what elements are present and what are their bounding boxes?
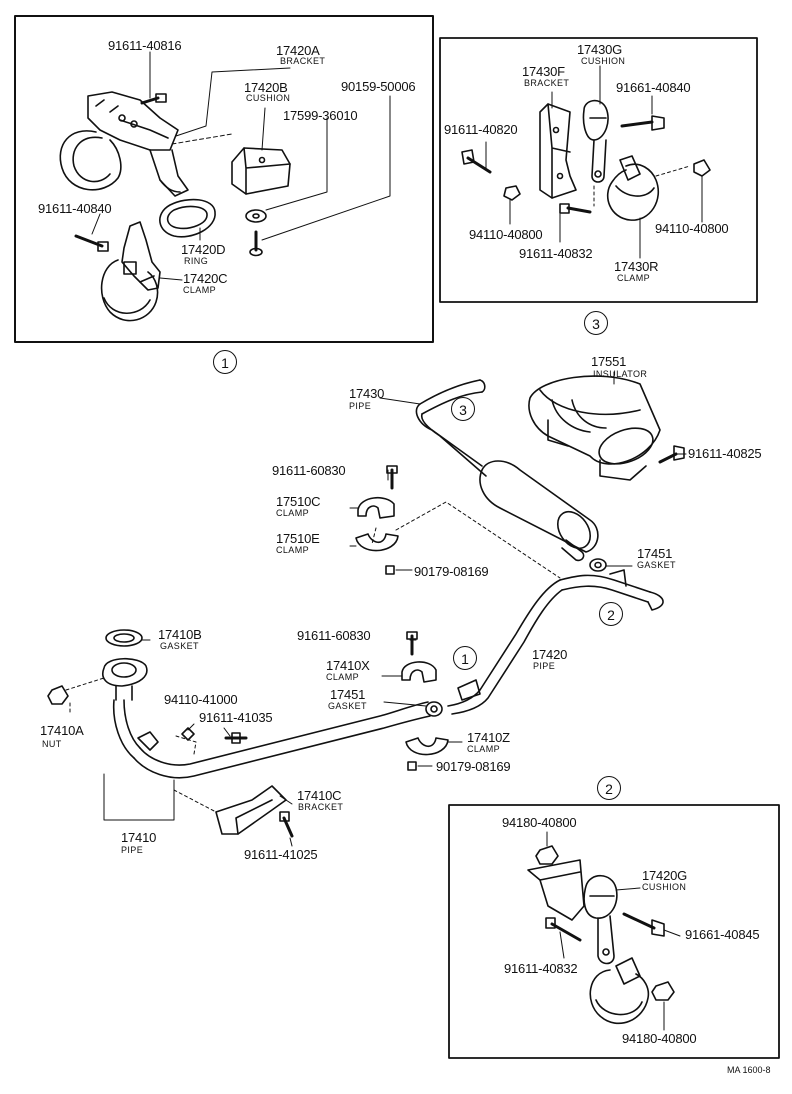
- panel-2-frame: [448, 804, 780, 1059]
- panel-1-frame: [14, 15, 434, 343]
- part-number-17420g: 17420G: [642, 868, 688, 883]
- part-name-cushion: CUSHION: [642, 882, 687, 892]
- part-name-nut: NUT: [42, 739, 62, 749]
- part-name-clamp: CLAMP: [617, 273, 651, 283]
- part-number-91611-40820: 91611-40820: [444, 122, 518, 137]
- part-number-17430g: 17430G: [577, 42, 623, 57]
- part-name-bracket: BRACKET: [280, 56, 326, 66]
- part-number-91611-40832: 91611-40832: [519, 246, 593, 261]
- part-number-17420b: 17420B: [244, 80, 288, 95]
- panel-1-bracket-assembly: [59, 91, 291, 322]
- part-number-90179-08169: 90179-08169: [436, 759, 511, 774]
- part-number-17510c: 17510C: [276, 494, 321, 509]
- part-name-clamp: CLAMP: [326, 672, 360, 682]
- part-name-pipe: PIPE: [533, 661, 556, 671]
- part-number-94110-41000: 94110-41000: [164, 692, 238, 707]
- part-name-clamp: CLAMP: [276, 545, 310, 555]
- part-number-94180-40800: 94180-40800: [502, 815, 577, 830]
- part-name-gasket: GASKET: [328, 701, 367, 711]
- part-number-91611-40816: 91611-40816: [108, 38, 182, 53]
- part-name-pipe: PIPE: [121, 845, 144, 855]
- part-name-bracket: BRACKET: [524, 78, 570, 88]
- part-name-clamp: CLAMP: [467, 744, 501, 754]
- part-number-91611-40825: 91611-40825: [688, 446, 762, 461]
- part-number-91661-40845: 91661-40845: [685, 927, 760, 942]
- part-number-91611-40832: 91611-40832: [504, 961, 578, 976]
- panel-3-leaders: [485, 65, 703, 259]
- part-number-91611-40840: 91611-40840: [38, 201, 112, 216]
- part-name-gasket: GASKET: [160, 641, 199, 651]
- part-number-17430: 17430: [349, 386, 385, 401]
- panel-2-hanger-assembly: [527, 845, 675, 1025]
- callout-2: 2: [597, 776, 621, 800]
- part-name-ring: RING: [184, 256, 209, 266]
- part-number-17420a: 17420A: [276, 43, 320, 58]
- callout-3: 3: [584, 311, 608, 335]
- part-number-17420c: 17420C: [183, 271, 228, 286]
- callout-1-on-pipe: 1: [453, 646, 477, 670]
- part-number-90179-08169: 90179-08169: [414, 564, 489, 579]
- part-name-clamp: CLAMP: [276, 508, 310, 518]
- part-number-90159-50006: 90159-50006: [341, 79, 416, 94]
- main-leaders: [65, 371, 687, 847]
- part-number-17430r: 17430R: [614, 259, 659, 274]
- part-name-bracket: BRACKET: [298, 802, 344, 812]
- callout-3-on-pipe: 3: [451, 397, 475, 421]
- part-name-cushion: CUSHION: [581, 56, 626, 66]
- panel-1-leaders: [91, 51, 391, 281]
- part-number-91611-41035: 91611-41035: [199, 710, 273, 725]
- part-number-17410: 17410: [121, 830, 157, 845]
- panel-3-frame: [439, 37, 758, 303]
- part-number-17410c: 17410C: [297, 788, 342, 803]
- part-number-17420d: 17420D: [181, 242, 226, 257]
- callout-2-on-pipe: 2: [599, 602, 623, 626]
- part-name-gasket: GASKET: [637, 560, 676, 570]
- part-number-17599-36010: 17599-36010: [283, 108, 358, 123]
- part-number-17420: 17420: [532, 647, 568, 662]
- panel-3-hanger-assembly: [461, 99, 711, 221]
- part-number-91611-60830: 91611-60830: [272, 463, 346, 478]
- part-number-17551: 17551: [591, 354, 627, 369]
- part-number-17451: 17451: [637, 546, 673, 561]
- part-number-17410x: 17410X: [326, 658, 370, 673]
- main-exhaust-system: [47, 375, 685, 838]
- callout-1: 1: [213, 350, 237, 374]
- part-number-17451: 17451: [330, 687, 366, 702]
- panel-2-leaders: [546, 831, 681, 1031]
- part-number-17410b: 17410B: [158, 627, 202, 642]
- part-name-cushion: CUSHION: [246, 93, 291, 103]
- part-number-17410a: 17410A: [40, 723, 84, 738]
- part-number-91611-41025: 91611-41025: [244, 847, 318, 862]
- part-name-pipe: PIPE: [349, 401, 372, 411]
- part-number-91611-60830: 91611-60830: [297, 628, 371, 643]
- part-number-94110-40800: 94110-40800: [469, 227, 543, 242]
- part-name-clamp: CLAMP: [183, 285, 217, 295]
- part-number-94110-40800: 94110-40800: [655, 221, 729, 236]
- part-number-94180-40800: 94180-40800: [622, 1031, 697, 1046]
- part-number-17430f: 17430F: [522, 64, 565, 79]
- drawing-code: MA 1600-8: [727, 1065, 771, 1075]
- part-number-91661-40840: 91661-40840: [616, 80, 691, 95]
- part-number-17510e: 17510E: [276, 531, 320, 546]
- part-name-insulator: INSULATOR: [593, 369, 648, 379]
- part-number-17410z: 17410Z: [467, 730, 510, 745]
